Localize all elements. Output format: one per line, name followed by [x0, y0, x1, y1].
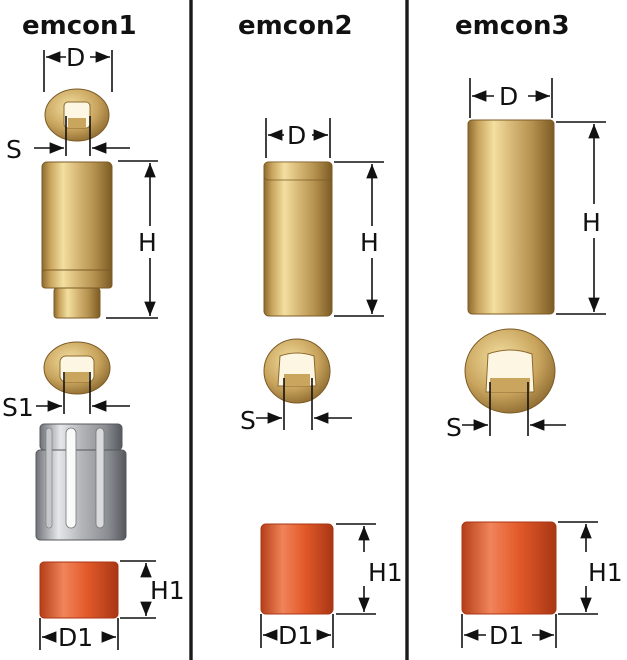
label-d1: D1 — [58, 623, 93, 652]
label-h: H — [360, 228, 379, 257]
label-h: H — [138, 228, 157, 257]
label-d: D — [499, 82, 518, 111]
label-d: D — [287, 121, 306, 150]
orange-insert — [39, 561, 119, 619]
orange-insert — [260, 523, 334, 615]
label-s1: S1 — [2, 393, 34, 422]
label-d1: D1 — [278, 621, 313, 650]
label-s: S — [446, 413, 462, 442]
column-title: emcon3 — [455, 11, 570, 41]
brass-cylinder — [41, 161, 113, 289]
column-title: emcon1 — [22, 11, 137, 41]
column-emcon2: emcon2 D H S H1 — [238, 11, 403, 650]
label-s: S — [6, 135, 22, 164]
orange-insert — [461, 521, 557, 615]
label-h: H — [582, 208, 601, 237]
label-h1: H1 — [588, 558, 623, 587]
brass-cylinder — [467, 119, 555, 315]
column-title: emcon2 — [238, 11, 353, 41]
label-h1: H1 — [368, 558, 403, 587]
column-emcon1: emcon1 D S H S1 — [2, 11, 185, 652]
label-d: D — [66, 43, 85, 72]
label-h1: H1 — [150, 576, 185, 605]
brass-cylinder — [263, 161, 333, 317]
column-emcon3: emcon3 D H S H1 — [446, 11, 623, 650]
label-d1: D1 — [489, 621, 524, 650]
label-s: S — [240, 406, 256, 435]
